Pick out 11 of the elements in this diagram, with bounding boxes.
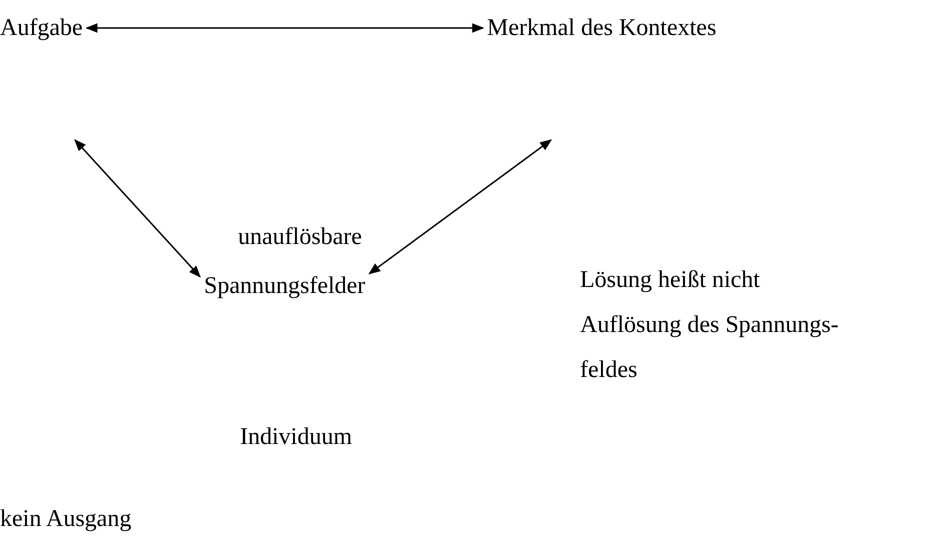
note-text: Lösung heißt nicht	[580, 266, 761, 295]
note-text: Individuum	[240, 423, 353, 452]
node-text: Merkmal des Kontextes	[487, 14, 716, 42]
note-text: Auflösung des Spannungs- feldes	[580, 311, 840, 385]
double-arrow	[368, 139, 552, 274]
node-text: unauflösbare	[238, 223, 363, 251]
node-text: Spannungsfelder	[204, 272, 366, 300]
node-text: Aufgabe	[0, 14, 83, 42]
note-text: kein Ausgang	[0, 505, 132, 534]
double-arrow	[85, 23, 484, 33]
double-arrow	[74, 139, 201, 278]
